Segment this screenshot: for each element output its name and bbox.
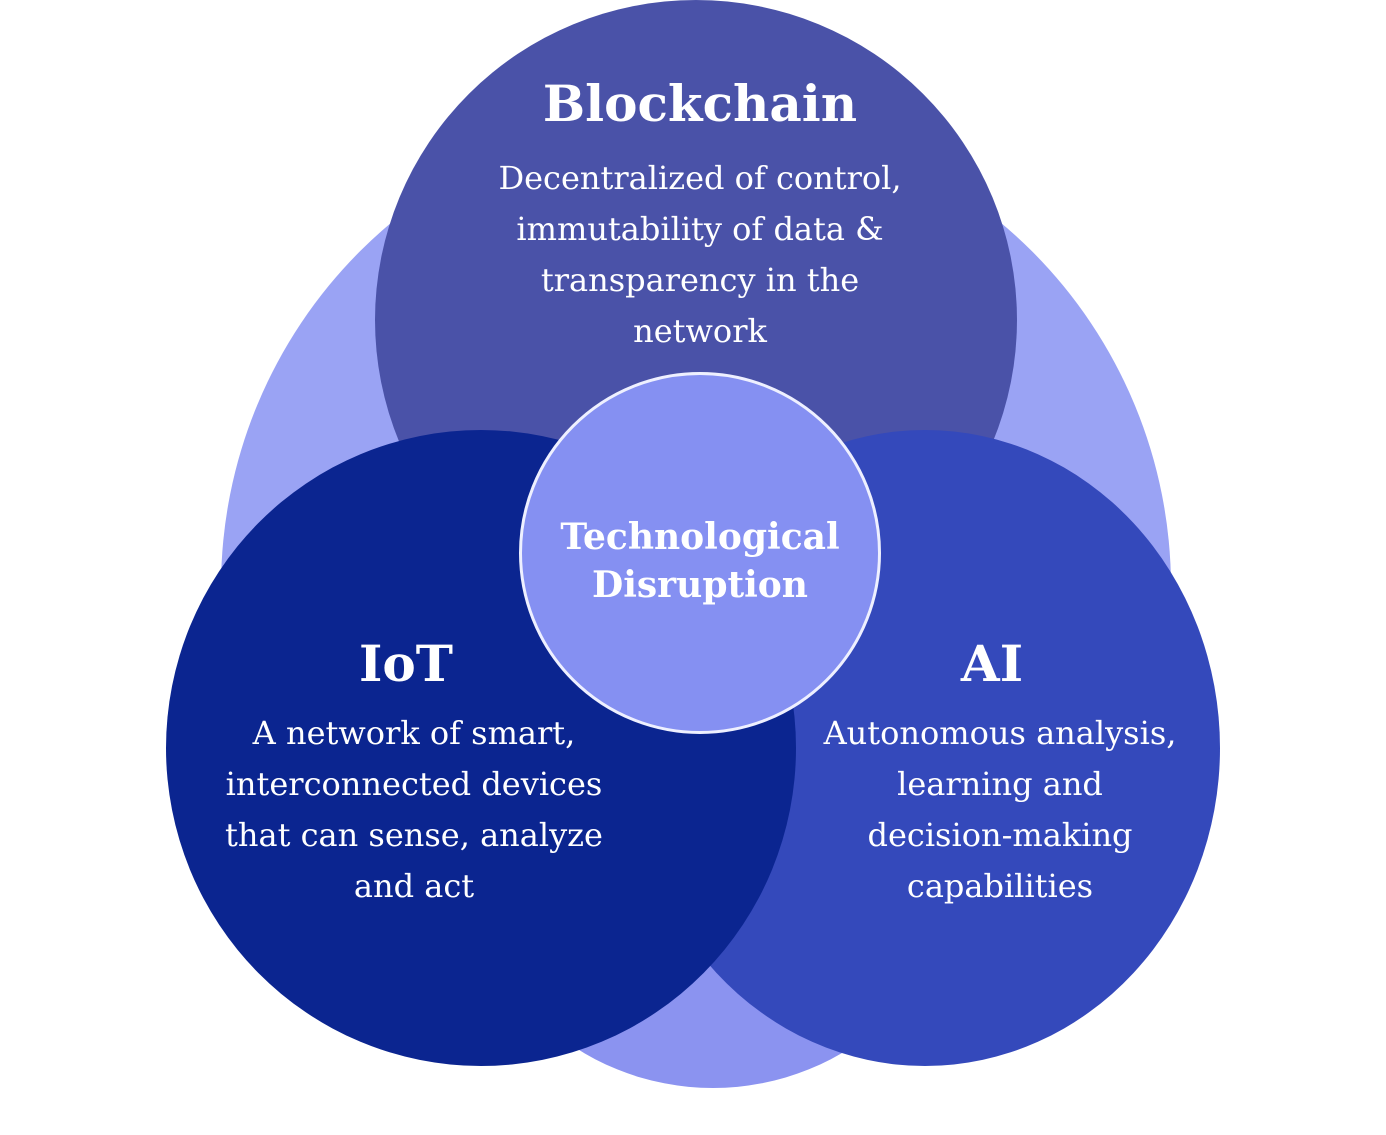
iot-title: IoT xyxy=(359,634,453,693)
ai-title: AI xyxy=(960,634,1024,693)
blockchain-description: Decentralized of control, immutability o… xyxy=(498,159,902,350)
ai-description: Autonomous analysis, learning and decisi… xyxy=(823,714,1177,905)
blockchain-title: Blockchain xyxy=(542,74,858,133)
center-circle xyxy=(519,372,881,734)
iot-description: A network of smart, interconnected devic… xyxy=(225,714,603,905)
center-label: Technological Disruption xyxy=(560,516,840,606)
